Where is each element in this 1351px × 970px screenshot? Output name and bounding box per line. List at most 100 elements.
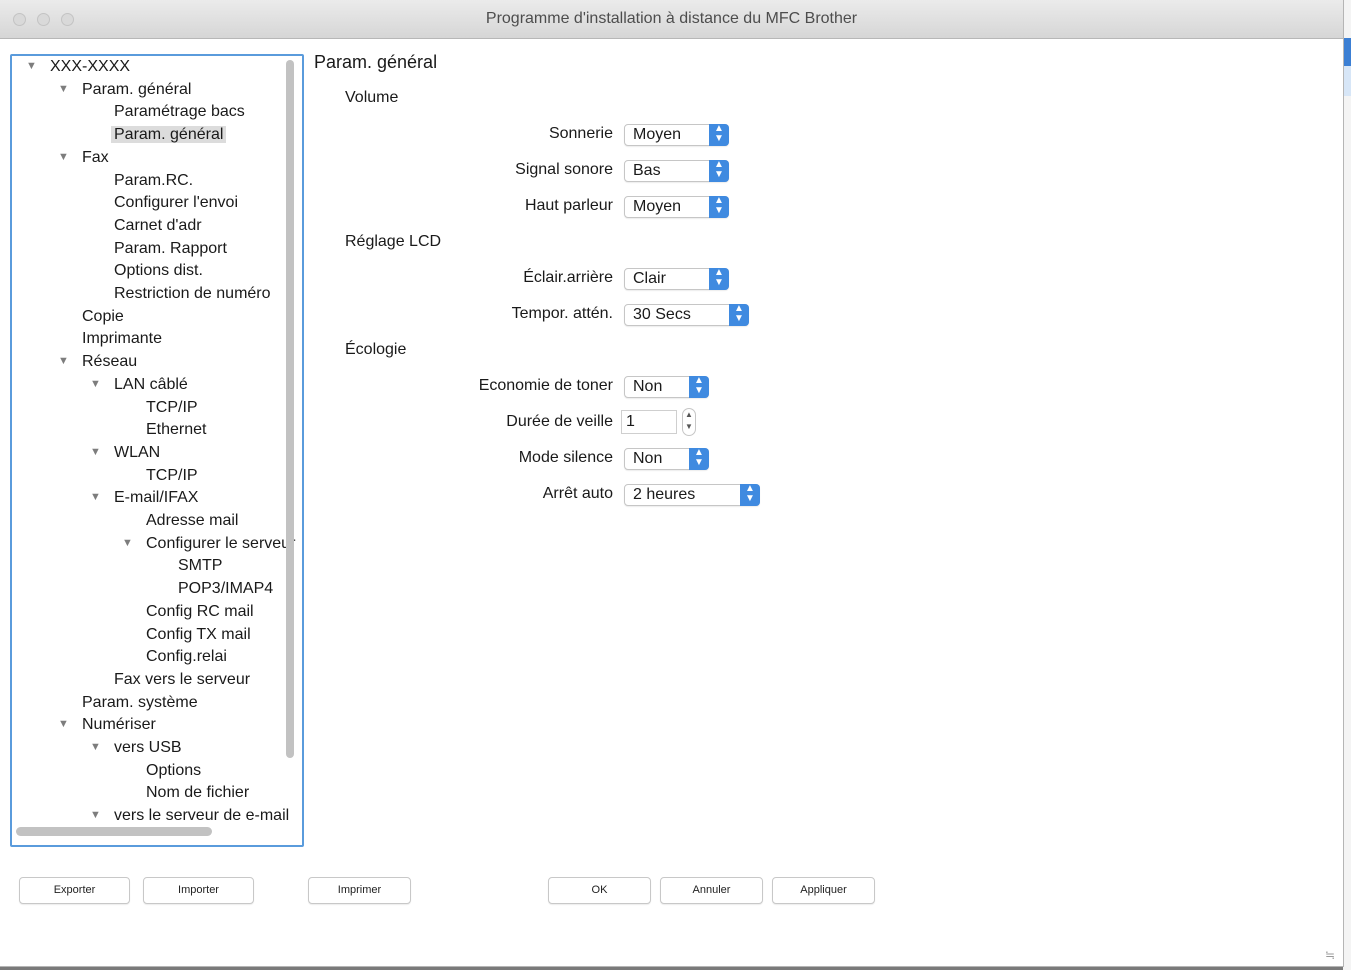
chevron-updown-icon: ▲▼: [689, 376, 709, 398]
disclosure-triangle-icon[interactable]: ▼: [90, 741, 101, 753]
settings-tree[interactable]: ▼ vers le serveur de e-mail Nom de fichier…: [10, 54, 304, 847]
disclosure-triangle-icon[interactable]: ▼: [58, 718, 69, 731]
select-tempor[interactable]: 30 Secs ▲▼: [624, 304, 749, 326]
select-eclairage[interactable]: Clair ▲▼: [624, 268, 729, 290]
close-window-button[interactable]: [13, 13, 26, 26]
stepper-up-icon[interactable]: ▲: [685, 410, 693, 419]
tree-vertical-scrollbar[interactable]: [286, 60, 294, 758]
field-label-eclairage: Éclair.arrière: [523, 269, 613, 286]
tree-item[interactable]: ▼vers USB: [90, 737, 182, 759]
tree-item[interactable]: POP3/IMAP4: [178, 578, 273, 600]
apply-button[interactable]: Appliquer: [772, 877, 875, 904]
chevron-updown-icon: ▲▼: [709, 268, 729, 290]
tree-horizontal-scrollbar[interactable]: [16, 827, 212, 836]
cancel-button[interactable]: Annuler: [660, 877, 763, 904]
tree-item[interactable]: Nom de fichier: [146, 782, 249, 804]
chevron-updown-icon: ▲▼: [729, 304, 749, 326]
tree-item[interactable]: ▼LAN câblé: [90, 374, 188, 396]
select-signal-sonore[interactable]: Bas ▲▼: [624, 160, 729, 182]
tree-item[interactable]: Config.relai: [146, 646, 227, 668]
tree-item[interactable]: Param. système: [82, 692, 198, 714]
disclosure-triangle-icon[interactable]: ▼: [90, 377, 101, 390]
tree-item[interactable]: Restriction de numéro: [114, 283, 271, 305]
background-window-row: [1343, 66, 1351, 96]
tree-item[interactable]: Carnet d'adr: [114, 215, 202, 237]
panel-title: Param. général: [314, 52, 438, 72]
select-haut-parleur[interactable]: Moyen ▲▼: [624, 196, 729, 218]
tree-item-label: vers le serveur de e-mail: [114, 807, 290, 825]
ok-button[interactable]: OK: [548, 877, 651, 904]
tree-item-label: Copie: [82, 307, 124, 325]
tree-item-label: Param. général: [82, 80, 192, 98]
main-content: ▼ vers le serveur de e-mail Nom de fichier…: [0, 39, 1343, 966]
tree-item-label: Imprimante: [82, 330, 163, 348]
minimize-window-button[interactable]: [37, 13, 50, 26]
export-button[interactable]: Exporter: [19, 877, 130, 904]
tree-item[interactable]: Ethernet: [146, 419, 206, 441]
tree-item[interactable]: Options: [146, 760, 201, 782]
tree-item[interactable]: Configurer l'envoi: [114, 192, 238, 214]
tree-item[interactable]: Options dist.: [114, 260, 203, 282]
tree-item-label: Réseau: [82, 353, 138, 371]
veille-stepper[interactable]: ▲ ▼: [682, 408, 696, 436]
veille-input[interactable]: 1: [621, 410, 677, 434]
select-value: 30 Secs: [633, 306, 691, 323]
tree-item[interactable]: ▼ vers le serveur de e-mail: [90, 805, 290, 827]
select-value: Clair: [633, 270, 666, 287]
tree-item[interactable]: Config TX mail: [146, 624, 251, 646]
disclosure-triangle-icon[interactable]: ▼: [26, 60, 37, 72]
tree-item[interactable]: ▼ Param. général: [58, 79, 192, 101]
print-button[interactable]: Imprimer: [308, 877, 411, 904]
tree-item[interactable]: ▼ E-mail/IFAX: [90, 487, 199, 509]
tree-item[interactable]: ▼Fax: [58, 147, 109, 169]
select-toner[interactable]: Non ▲▼: [624, 376, 709, 398]
disclosure-triangle-icon[interactable]: ▼: [90, 809, 101, 822]
tree-item-label: Configurer le serveur: [146, 534, 296, 552]
tree-item[interactable]: ▼WLAN: [90, 442, 160, 464]
select-sonnerie[interactable]: Moyen ▲▼: [624, 124, 729, 146]
stepper-down-icon[interactable]: ▼: [685, 422, 693, 431]
resize-grip-icon[interactable]: ≒: [1325, 948, 1336, 962]
disclosure-triangle-icon[interactable]: ▼: [122, 536, 133, 549]
chevron-updown-icon: ▲▼: [709, 124, 729, 146]
tree-item-label: Nom de fichier: [146, 784, 250, 802]
tree-item-label: Adresse mail: [146, 512, 239, 529]
tree-item[interactable]: Imprimante: [82, 328, 162, 350]
tree-item-label: Restriction de numéro: [114, 285, 271, 302]
tree-item-label: Param. Rapport: [114, 239, 227, 257]
tree-item[interactable]: SMTP: [178, 555, 222, 577]
disclosure-triangle-icon[interactable]: ▼: [58, 355, 69, 368]
disclosure-triangle-icon[interactable]: ▼: [90, 445, 101, 458]
tree-item[interactable]: Param. Rapport: [114, 238, 227, 260]
select-silence[interactable]: Non ▲▼: [624, 448, 709, 470]
tree-item[interactable]: Fax vers le serveur: [114, 669, 250, 691]
select-arret[interactable]: 2 heures ▲▼: [624, 484, 760, 506]
tree-item-label: E-mail/IFAX: [114, 489, 199, 507]
tree-item[interactable]: ▼ XXX-XXXX: [26, 56, 131, 78]
tree-item[interactable]: Paramétrage bacs: [114, 101, 245, 123]
tree-item-label: XXX-XXXX: [50, 58, 131, 75]
select-value: Moyen: [633, 126, 682, 143]
tree-item[interactable]: ▼ Configurer le serveur: [122, 533, 296, 555]
background-window-header: [1343, 38, 1351, 66]
tree-item[interactable]: Param. général: [111, 124, 227, 146]
disclosure-triangle-icon[interactable]: ▼: [90, 491, 101, 504]
field-label-tempor: Tempor. attén.: [511, 305, 613, 322]
tree-item[interactable]: ▼ Réseau: [58, 351, 138, 373]
tree-item[interactable]: TCP/IP: [146, 397, 198, 419]
tree-item[interactable]: TCP/IP: [146, 465, 198, 487]
tree-item[interactable]: Copie: [82, 306, 124, 328]
zoom-window-button[interactable]: [61, 13, 74, 26]
disclosure-triangle-icon[interactable]: ▼: [58, 150, 69, 163]
import-button[interactable]: Importer: [143, 877, 254, 904]
tree-item[interactable]: Param.RC.: [114, 170, 193, 192]
chevron-updown-icon: ▲▼: [709, 196, 729, 218]
tree-item[interactable]: ▼Numériser: [58, 714, 156, 736]
title-bar[interactable]: Programme d'installation à distance du M…: [0, 0, 1343, 39]
group-title-lcd: Réglage LCD: [345, 233, 442, 250]
disclosure-triangle-icon[interactable]: ▼: [58, 82, 69, 95]
tree-item[interactable]: Adresse mail: [146, 510, 238, 532]
field-label-signal-sonore: Signal sonore: [515, 161, 613, 178]
tree-item[interactable]: Config RC mail: [146, 601, 254, 623]
field-label-arret: Arrêt auto: [542, 485, 613, 502]
